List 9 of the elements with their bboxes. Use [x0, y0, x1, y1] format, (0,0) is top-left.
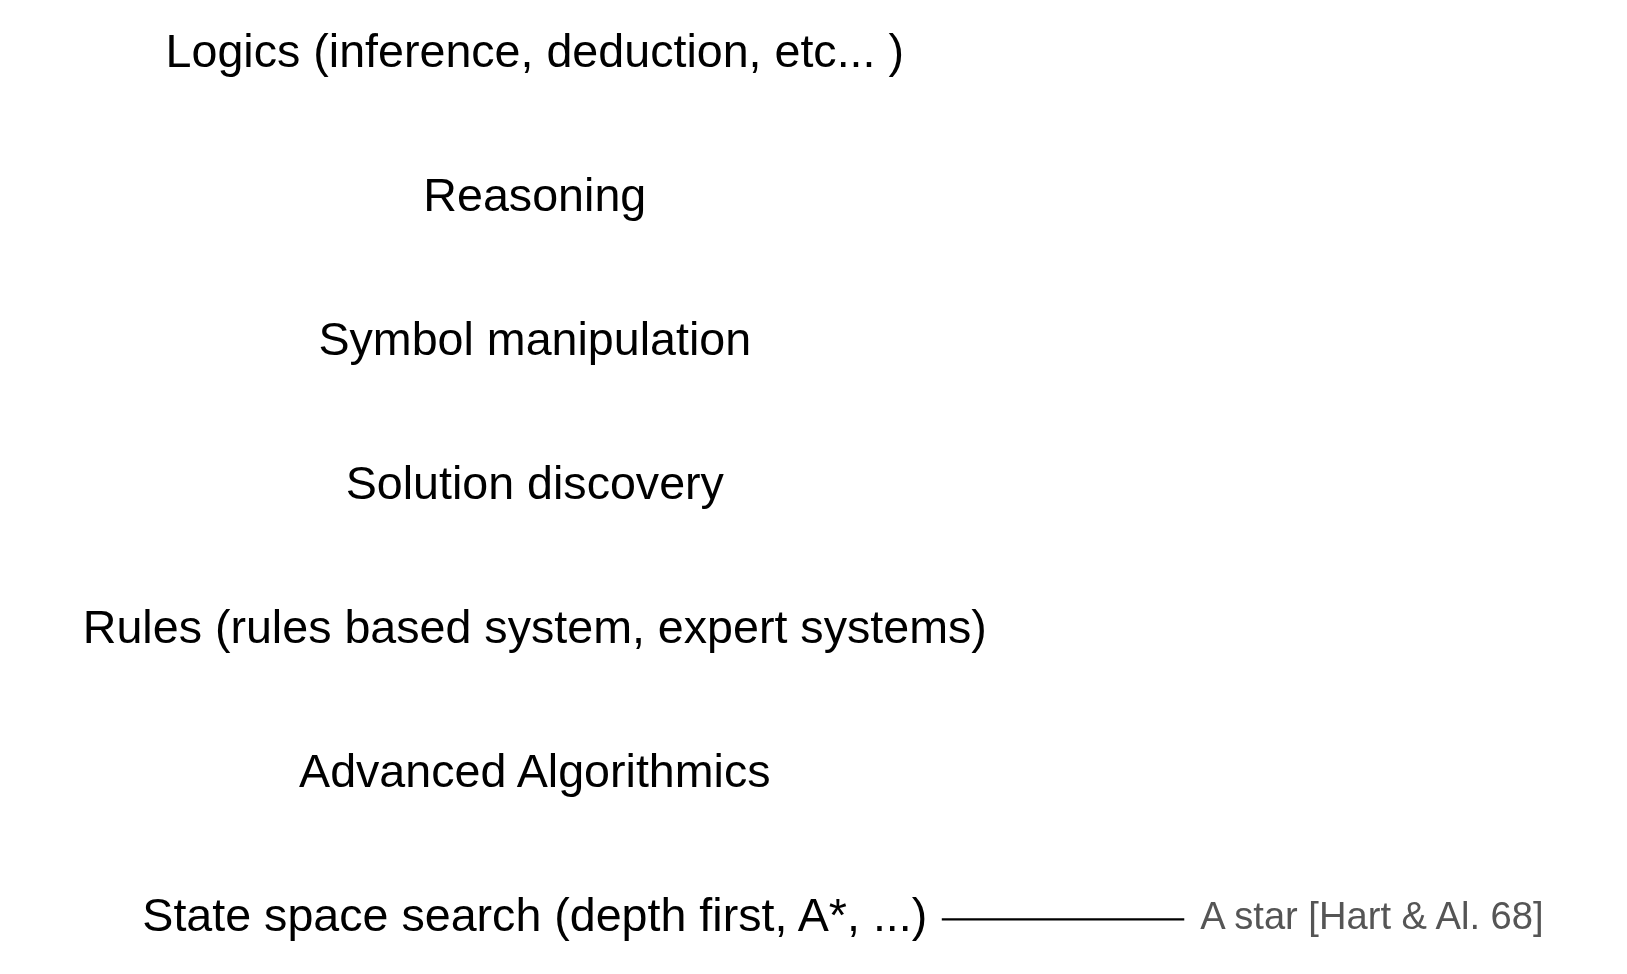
node-text: Solution discovery: [345, 456, 724, 509]
node-text: Logics (inference, deduction, etc... ): [165, 24, 904, 77]
connector: [941, 918, 1185, 921]
node-text: Symbol manipulation: [318, 312, 752, 365]
node-text: Rules (rules based system, expert systems): [82, 600, 987, 653]
node-text: A star [Hart & Al. 68]: [1200, 893, 1544, 937]
node-text: State space search (depth first, A*, ...): [142, 889, 928, 942]
node-text: Advanced Algorithmics: [299, 745, 771, 798]
node-text: Reasoning: [423, 168, 647, 221]
